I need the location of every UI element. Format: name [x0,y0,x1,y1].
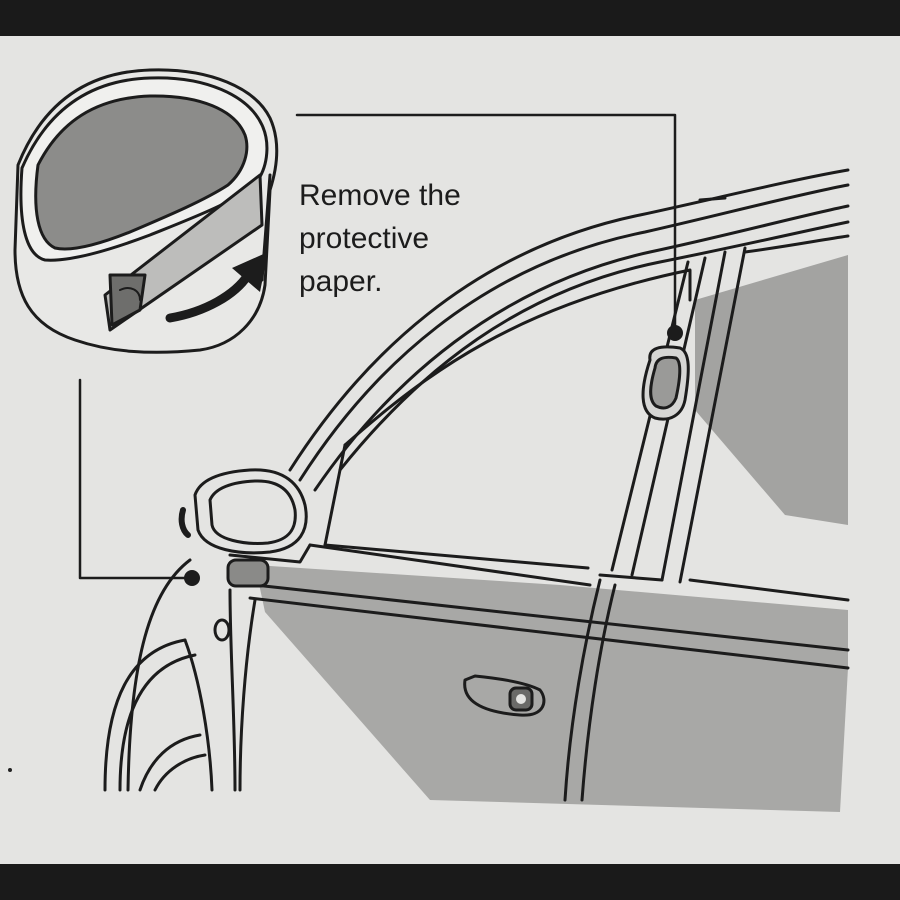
car-body [126,558,850,802]
door-shade [255,565,848,812]
speck [8,768,12,772]
rear-window-shade [695,255,848,525]
door-handle [463,674,546,717]
front-window [308,268,692,587]
callout-lines [78,113,683,586]
shaded-regions [255,255,848,812]
side-mirror [178,468,312,588]
instruction-line-2: protective [299,222,430,255]
curved-arrow-icon [165,252,268,323]
mirror-closeup [13,68,279,354]
rear-window [688,234,850,602]
mirror-blindspot-sticker [226,558,270,588]
instruction-line-1: Remove the [299,179,461,212]
pillar-blindspot-mirror [641,345,690,421]
instruction-line-3: paper. [299,265,383,298]
instruction-text: Remove the protective paper. [299,174,559,303]
car-roof [288,168,850,492]
front-wheel [103,638,214,792]
